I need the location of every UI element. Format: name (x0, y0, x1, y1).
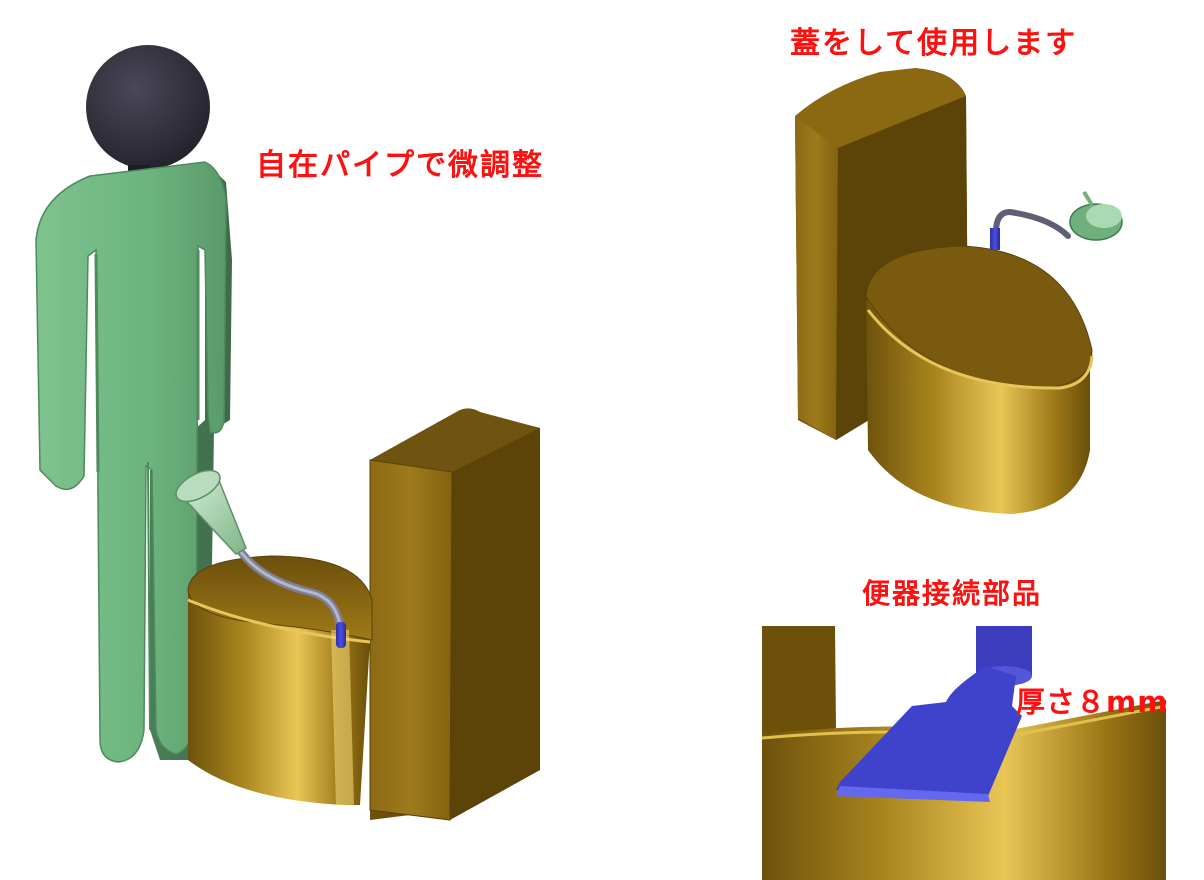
toilet-with-lid (795, 68, 1123, 514)
toilet-bowl-left (187, 555, 373, 806)
caption-adjust: 自在パイプで微調整 (256, 148, 544, 183)
funnel-pipe-left (175, 469, 346, 648)
connector-left (336, 622, 346, 648)
person-figure (35, 45, 232, 763)
person-leg-seam (147, 461, 151, 731)
caption-lid: 蓋をして使用します (790, 26, 1078, 61)
caption-thickness: 厚さ８mm (1016, 685, 1169, 719)
person-head (86, 45, 210, 169)
caption-connector: 便器接続部品 (862, 577, 1043, 610)
person-arm-seam-left (94, 253, 100, 473)
toilet-tank-left (369, 408, 540, 821)
connector-detail (761, 626, 1184, 880)
